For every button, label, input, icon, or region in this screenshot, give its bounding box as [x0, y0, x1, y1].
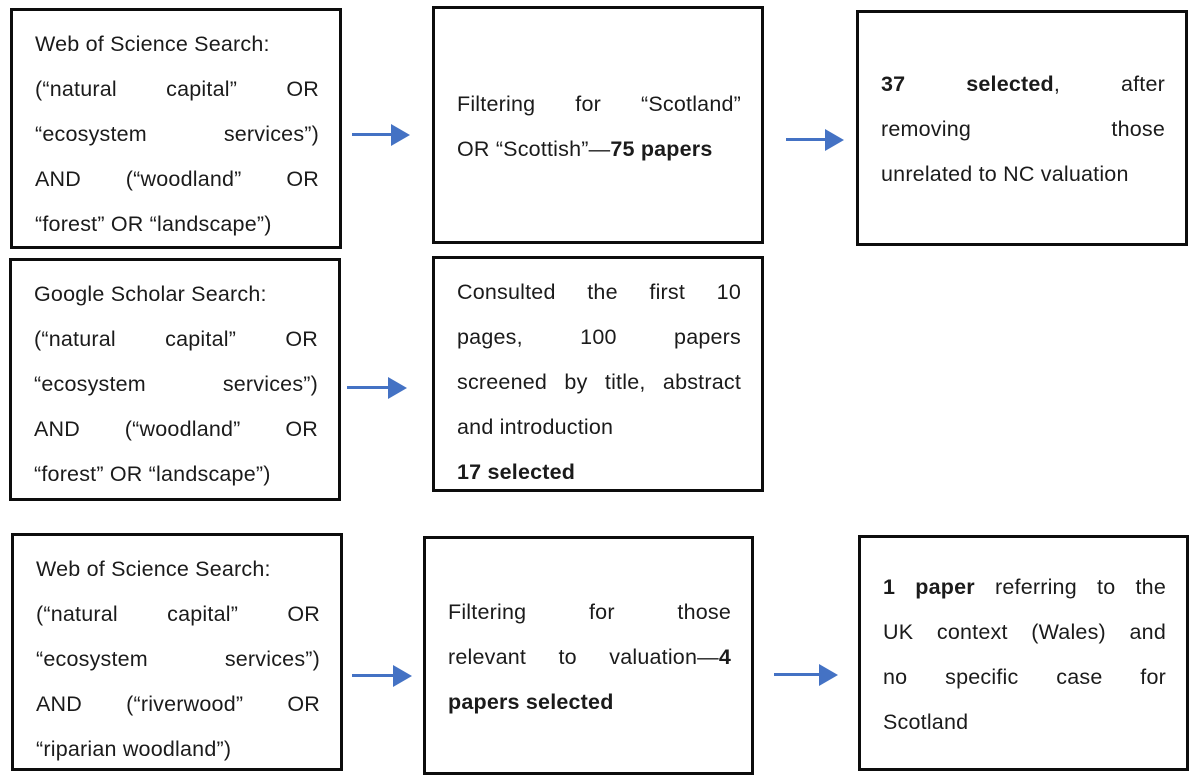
box-text-line: Web of Science Search: [35, 32, 270, 56]
box-text-line: (“natural capital” OR [36, 602, 320, 626]
right-arrow-icon [352, 124, 410, 146]
box-text-line: 17 selected [457, 460, 576, 484]
box-text-line: Google Scholar Search: [34, 282, 267, 306]
box-text-line: Web of Science Search: [36, 557, 271, 581]
box-text-line: “riparian woodland”) [36, 737, 232, 761]
scotland-filter-box: Filtering for “Scotland” OR “Scottish”—75… [432, 6, 764, 244]
box-text-line: 1 paper referring to the [883, 574, 1166, 599]
box-text-line: removing those [881, 117, 1165, 141]
box-text-line: “forest” OR “landscape”) [34, 462, 271, 486]
arrow-head [819, 664, 838, 686]
arrow-head [388, 377, 407, 399]
google-scholar-search-box: Google Scholar Search: (“natural capital”… [9, 258, 341, 501]
box-text-line: 37 selected, after [881, 72, 1166, 96]
box-text-line: AND (“riverwood” OR [36, 692, 320, 716]
arrow-head [391, 124, 410, 146]
box-text-line: no specific case for [883, 664, 1166, 689]
box-text-line: AND (“woodland” OR [34, 417, 318, 441]
box-text-line: Consulted the first 10 [457, 280, 741, 304]
box-text-line: “forest” OR “landscape”) [35, 212, 272, 236]
one-paper-box: 1 paper referring to the UK context (Wale… [858, 535, 1189, 771]
arrow-shaft [352, 674, 395, 677]
wos-riverwood-search-box: Web of Science Search: (“natural capital”… [11, 533, 343, 771]
consulted-pages-box: Consulted the first 10 pages, 100 papers s… [432, 256, 764, 492]
box-text-line: Filtering for those [448, 599, 731, 624]
arrow-shaft [786, 138, 827, 141]
right-arrow-icon [786, 129, 844, 151]
right-arrow-icon [774, 664, 838, 686]
arrow-shaft [347, 386, 390, 389]
box-text-line: papers selected [448, 689, 614, 714]
box-text-line: relevant to valuation—4 [448, 644, 731, 669]
box-text-line: (“natural capital” OR [35, 77, 319, 101]
right-arrow-icon [347, 377, 407, 399]
box-text-line: UK context (Wales) and [883, 619, 1166, 644]
box-text-line: screened by title, abstract [457, 370, 741, 394]
valuation-filter-box: Filtering for those relevant to valuation… [423, 536, 754, 775]
box-text-line: pages, 100 papers [457, 325, 741, 349]
box-text-line: “ecosystem services”) [35, 122, 319, 146]
box-text-line: (“natural capital” OR [34, 327, 318, 351]
box-text-line: AND (“woodland” OR [35, 167, 319, 191]
box-text-line: Filtering for “Scotland” [457, 91, 741, 116]
arrow-shaft [774, 673, 821, 676]
box-text-line: Scotland [883, 709, 969, 734]
arrow-head [825, 129, 844, 151]
arrow-head [393, 665, 412, 687]
selected-37-box: 37 selected, after removing those unrelate… [856, 10, 1188, 246]
arrow-shaft [352, 133, 393, 136]
right-arrow-icon [352, 665, 412, 687]
box-text-line: “ecosystem services”) [34, 372, 318, 396]
box-text-line: “ecosystem services”) [36, 647, 320, 671]
box-text-line: OR “Scottish”—75 papers [457, 136, 713, 161]
wos-woodland-search-box: Web of Science Search: (“natural capital”… [10, 8, 342, 249]
box-text-line: and introduction [457, 415, 614, 439]
box-text-line: unrelated to NC valuation [881, 162, 1129, 186]
